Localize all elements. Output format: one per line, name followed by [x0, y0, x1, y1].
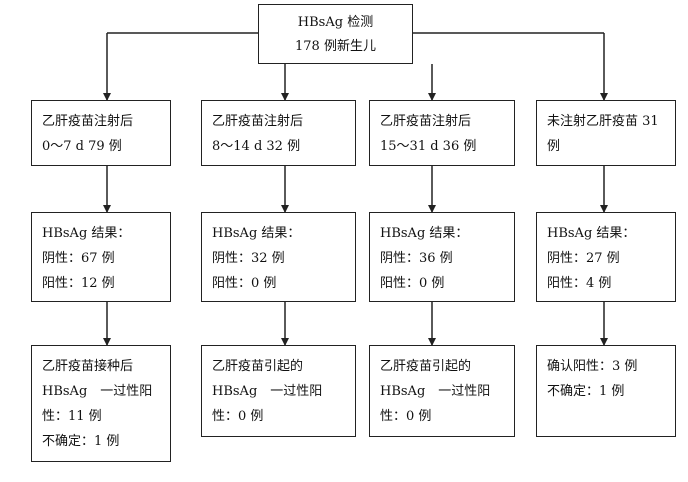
group3-result-line3: 阳性：0 例	[380, 276, 445, 291]
group4-result-line2: 阴性：27 例	[547, 251, 620, 266]
group2-outcome-box: 乙肝疫苗引起的 HBsAg 一过性阳 性：0 例	[201, 345, 356, 437]
group4-header-line1: 未注射乙肝疫苗 31	[547, 114, 659, 129]
group1-header-line1: 乙肝疫苗注射后	[42, 114, 134, 129]
root-subtitle: 178 例新生儿	[295, 39, 376, 54]
group4-outcome-line2: 不确定：1 例	[547, 384, 625, 399]
group2-header-line2: 8～14 d 32 例	[212, 139, 301, 154]
group1-header-line2: 0～7 d 79 例	[42, 139, 122, 154]
group2-outcome-line2: HBsAg 一过性阳	[212, 384, 323, 399]
group1-outcome-box: 乙肝疫苗接种后 HBsAg 一过性阳 性：11 例 不确定：1 例	[31, 345, 171, 462]
group4-outcome-box: 确认阳性：3 例 不确定：1 例	[536, 345, 676, 437]
group3-result-box: HBsAg 结果： 阴性：36 例 阳性：0 例	[369, 212, 515, 302]
group2-outcome-line3: 性：0 例	[212, 409, 264, 424]
root-box: HBsAg 检测 178 例新生儿	[258, 4, 413, 64]
group4-outcome-line1: 确认阳性：3 例	[547, 359, 638, 374]
group1-result-line3: 阳性：12 例	[42, 276, 115, 291]
group2-header-line1: 乙肝疫苗注射后	[212, 114, 304, 129]
group1-outcome-line3: 性：11 例	[42, 409, 102, 424]
group3-result-line2: 阴性：36 例	[380, 251, 453, 266]
group2-outcome-line1: 乙肝疫苗引起的	[212, 359, 304, 374]
group3-header-box: 乙肝疫苗注射后 15～31 d 36 例	[369, 100, 515, 166]
group1-result-line2: 阴性：67 例	[42, 251, 115, 266]
group1-header-box: 乙肝疫苗注射后 0～7 d 79 例	[31, 100, 171, 166]
group1-outcome-line1: 乙肝疫苗接种后	[42, 359, 134, 374]
group3-header-line2: 15～31 d 36 例	[380, 139, 477, 154]
group1-result-line1: HBsAg 结果：	[42, 226, 131, 241]
root-title: HBsAg 检测	[297, 15, 374, 30]
group3-outcome-line3: 性：0 例	[380, 409, 432, 424]
group2-result-line2: 阴性：32 例	[212, 251, 285, 266]
group3-result-line1: HBsAg 结果：	[380, 226, 469, 241]
group2-result-box: HBsAg 结果： 阴性：32 例 阳性：0 例	[201, 212, 356, 302]
group3-header-line1: 乙肝疫苗注射后	[380, 114, 472, 129]
group4-result-line3: 阳性：4 例	[547, 276, 612, 291]
group1-result-box: HBsAg 结果： 阴性：67 例 阳性：12 例	[31, 212, 171, 302]
group3-outcome-line2: HBsAg 一过性阳	[380, 384, 491, 399]
group1-outcome-line2: HBsAg 一过性阳	[42, 384, 153, 399]
group4-result-box: HBsAg 结果： 阴性：27 例 阳性：4 例	[536, 212, 676, 302]
group4-header-line2: 例	[547, 139, 561, 154]
group2-result-line3: 阳性：0 例	[212, 276, 277, 291]
group2-header-box: 乙肝疫苗注射后 8～14 d 32 例	[201, 100, 356, 166]
group1-outcome-line4: 不确定：1 例	[42, 434, 120, 449]
group3-outcome-line1: 乙肝疫苗引起的	[380, 359, 472, 374]
group4-result-line1: HBsAg 结果：	[547, 226, 636, 241]
group3-outcome-box: 乙肝疫苗引起的 HBsAg 一过性阳 性：0 例	[369, 345, 515, 437]
group2-result-line1: HBsAg 结果：	[212, 226, 301, 241]
group4-header-box: 未注射乙肝疫苗 31 例	[536, 100, 676, 166]
